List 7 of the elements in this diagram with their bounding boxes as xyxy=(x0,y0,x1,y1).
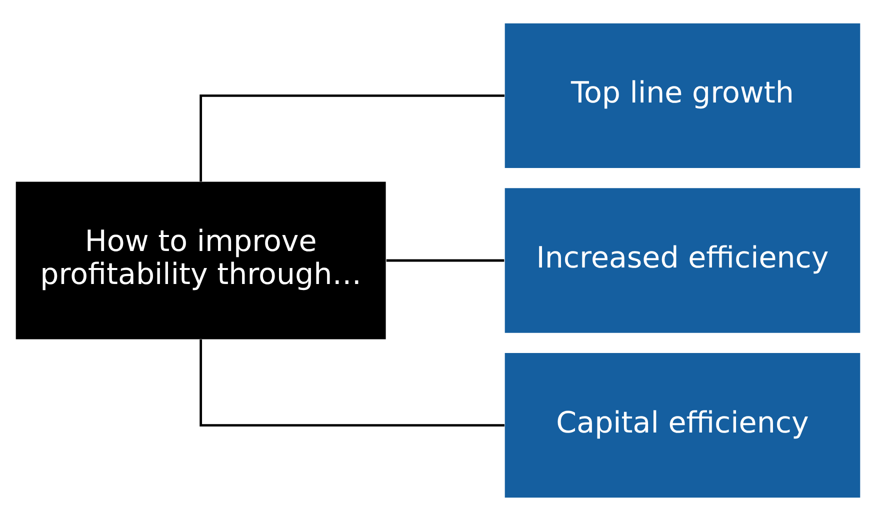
connector xyxy=(200,339,505,426)
connector xyxy=(386,258,504,262)
connector xyxy=(200,94,505,181)
node-box: Top line growth xyxy=(504,22,860,168)
node-box: Capital efficiency xyxy=(504,352,860,498)
node-box: Increased efficiency xyxy=(504,188,860,332)
node-box: How to improve profitability through… xyxy=(16,181,386,339)
